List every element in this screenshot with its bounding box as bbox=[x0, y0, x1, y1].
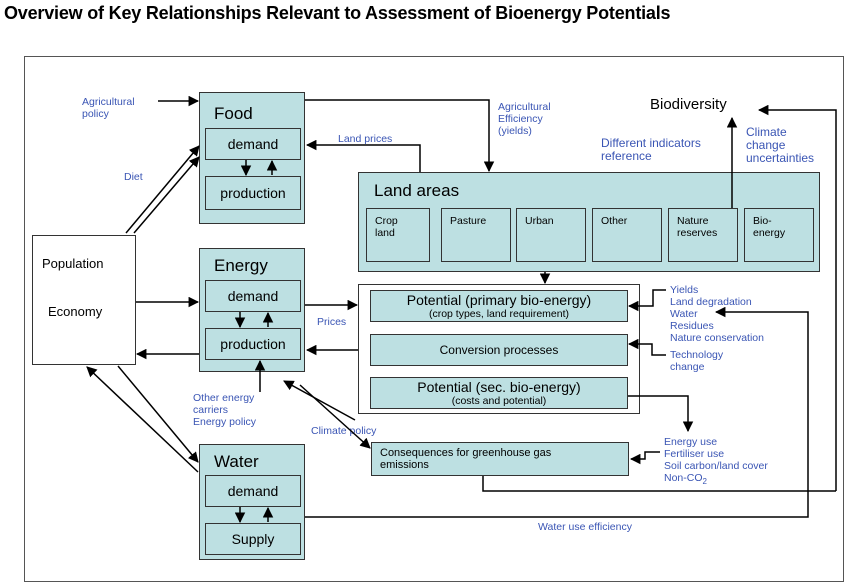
potential-primary-box: Potential (primary bio-energy) (crop typ… bbox=[370, 290, 628, 322]
arrow-water-population bbox=[86, 366, 199, 473]
non-co2-label: Non-CO2 bbox=[664, 472, 707, 488]
other-energy-label: Other energy carriers Energy policy bbox=[193, 392, 257, 428]
arrow-food-population bbox=[133, 156, 200, 234]
consequences-box: Consequences for greenhouse gas emission… bbox=[371, 442, 629, 476]
land-cell-other: Other bbox=[592, 208, 662, 262]
potential-secondary-box: Potential (sec. bio-energy) (costs and p… bbox=[370, 377, 628, 409]
non-co2-subscript: 2 bbox=[702, 477, 707, 487]
energy-use-list-label: Energy use Fertiliser use Soil carbon/la… bbox=[664, 436, 768, 472]
arrow-secondary-energyuse bbox=[628, 395, 694, 433]
potential-secondary-title: Potential (sec. bio-energy) bbox=[417, 379, 581, 395]
potential-secondary-sub: (costs and potential) bbox=[451, 395, 547, 407]
population-label: Population bbox=[42, 256, 104, 271]
conversion-box: Conversion processes bbox=[370, 334, 628, 366]
energy-demand-box: demand bbox=[205, 280, 301, 312]
diet-label: Diet bbox=[124, 171, 143, 183]
arrow-water-efficiency bbox=[305, 306, 809, 518]
diagram-title: Overview of Key Relationships Relevant t… bbox=[4, 3, 671, 23]
yields-list-label: Yields Land degradation Water Residues N… bbox=[670, 284, 764, 344]
potential-primary-sub: (crop types, land requirement) bbox=[428, 308, 570, 320]
land-cell-crop: Crop land bbox=[366, 208, 430, 262]
biodiversity-label: Biodiversity bbox=[650, 96, 727, 113]
land-areas-label: Land areas bbox=[374, 181, 460, 200]
arrow-technology-conversion bbox=[627, 338, 666, 356]
non-co2-text: Non-CO bbox=[664, 472, 703, 484]
arrow-land-prices bbox=[305, 139, 421, 172]
indicators-label: Different indicators reference bbox=[601, 136, 701, 163]
food-production-box: production bbox=[205, 176, 301, 210]
arrow-climate-biodiversity bbox=[757, 104, 837, 491]
food-demand-box: demand bbox=[205, 128, 301, 160]
land-areas-section bbox=[358, 172, 820, 272]
land-cell-bioenergy: Bio- energy bbox=[744, 208, 814, 262]
economy-label: Economy bbox=[48, 304, 103, 319]
diagram-frame bbox=[24, 56, 844, 582]
land-cell-pasture: Pasture bbox=[441, 208, 511, 262]
climate-policy-label: Climate policy bbox=[311, 425, 377, 437]
land-cell-urban: Urban bbox=[516, 208, 586, 262]
technology-label: Technology change bbox=[670, 349, 724, 373]
energy-production-box: production bbox=[205, 328, 301, 360]
land-prices-label: Land prices bbox=[338, 133, 393, 145]
agri-policy-label: Agricultural policy bbox=[82, 96, 135, 120]
land-cell-nature-reserves: Nature reserves bbox=[668, 208, 738, 262]
arrow-population-food bbox=[125, 145, 200, 234]
arrow-yields-primary bbox=[627, 289, 666, 312]
arrow-fertiliser-consequences bbox=[629, 451, 660, 465]
arrow-agri-efficiency bbox=[305, 99, 495, 173]
food-label: Food bbox=[214, 104, 253, 123]
water-efficiency-label: Water use efficiency bbox=[538, 521, 632, 533]
line-consequences-right bbox=[482, 476, 836, 492]
climate-change-label: Climate change uncertainties bbox=[746, 125, 815, 165]
potential-primary-title: Potential (primary bio-energy) bbox=[406, 292, 592, 308]
population-economy-box bbox=[32, 235, 136, 365]
arrow-climate-policy-energy bbox=[283, 380, 356, 421]
energy-label: Energy bbox=[214, 256, 268, 275]
arrow-population-water bbox=[117, 365, 199, 463]
water-supply-box: Supply bbox=[205, 523, 301, 555]
prices-label: Prices bbox=[317, 316, 347, 328]
arrow-energy-consequences bbox=[299, 384, 371, 449]
agri-efficiency-label: Agricultural Efficiency (yields) bbox=[498, 101, 551, 137]
water-demand-box: demand bbox=[205, 475, 301, 507]
water-label: Water bbox=[214, 452, 259, 471]
